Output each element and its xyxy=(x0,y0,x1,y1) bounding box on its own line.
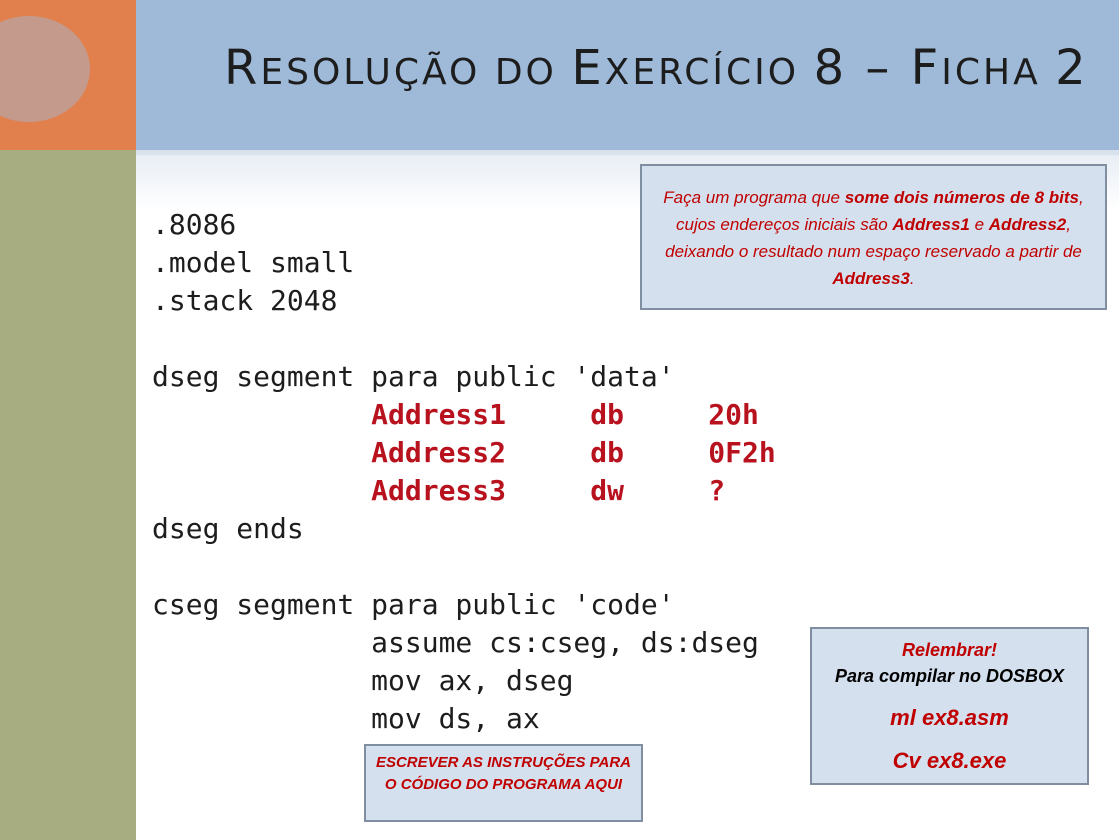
title-part: E xyxy=(571,40,605,96)
statement-text: Faça um programa que xyxy=(663,188,845,207)
title-part: 2 xyxy=(1055,40,1089,96)
title-part: 8 – F xyxy=(813,40,942,96)
statement-text: . xyxy=(909,269,915,288)
code-line: .stack 2048 xyxy=(152,284,338,317)
code-line: cseg segment para public 'code' xyxy=(152,588,675,621)
code-line: .model small xyxy=(152,246,355,279)
title-part: ESOLUÇÃO DO xyxy=(260,52,572,93)
code-line: mov ds, ax xyxy=(152,702,540,735)
title-banner xyxy=(136,0,1119,150)
title-part: R xyxy=(224,40,261,96)
code-line: mov ax, dseg xyxy=(152,664,574,697)
slide-title: RESOLUÇÃO DO EXERCÍCIO 8 – FICHA 2 xyxy=(224,40,1089,101)
statement-emphasis: Address1 xyxy=(892,215,970,234)
code-line: dseg segment para public 'data' xyxy=(152,360,675,393)
sidebar-bar xyxy=(0,150,136,840)
statement-emphasis: Address3 xyxy=(832,269,910,288)
statement-emphasis: some dois números de 8 bits xyxy=(844,188,1079,207)
statement-emphasis: Address2 xyxy=(988,215,1067,234)
write-instructions-box: ESCREVER AS INSTRUÇÕES PARA O CÓDIGO DO … xyxy=(364,744,643,822)
assemble-command: ml ex8.asm xyxy=(890,705,1009,730)
write-instructions-text: ESCREVER AS INSTRUÇÕES PARA O CÓDIGO DO … xyxy=(375,754,632,793)
banner-divider xyxy=(136,150,1119,155)
title-part: ICHA xyxy=(941,52,1056,93)
debug-command: Cv ex8.exe xyxy=(892,748,1007,773)
code-line: assume cs:cseg, ds:dseg xyxy=(152,626,759,659)
accent-block xyxy=(0,0,136,150)
reminder-box: Relembrar! Para compilar no DOSBOX ml ex… xyxy=(810,627,1089,785)
code-line: Address1 db 20h xyxy=(152,398,759,431)
reminder-subheading: Para compilar no DOSBOX xyxy=(834,666,1065,686)
reminder-heading: Relembrar! xyxy=(901,640,998,660)
code-line: Address2 db 0F2h xyxy=(152,436,776,469)
statement-text: , deixando o resultado num espaço reserv… xyxy=(665,215,1082,261)
title-part: XERCÍCIO xyxy=(604,52,814,93)
statement-text: , cujos endereços iniciais são xyxy=(675,188,1084,234)
code-line: dseg ends xyxy=(152,512,304,545)
code-line: Address3 dw ? xyxy=(152,474,726,507)
statement-text: e xyxy=(969,215,989,234)
decorative-circle xyxy=(0,16,90,122)
exercise-statement-box: Faça um programa que some dois números d… xyxy=(640,164,1107,310)
code-line: .8086 xyxy=(152,208,237,241)
